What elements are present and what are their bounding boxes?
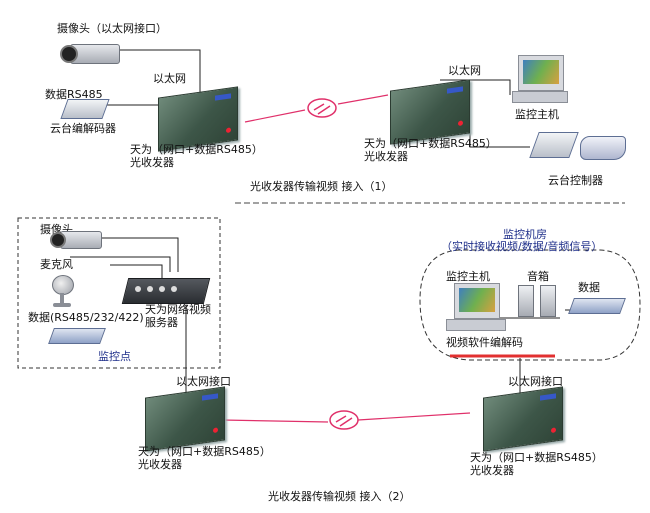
data-device-icon <box>45 326 106 348</box>
bottom-right-converter-label-1: 天为（网口+数据RS485） <box>470 451 603 464</box>
bottom-left-converter-label-1: 天为（网口+数据RS485） <box>138 445 271 458</box>
ptz-controller-label: 云台控制器 <box>548 174 603 187</box>
monitor-point-label: 监控点 <box>98 350 131 363</box>
speaker-label: 音箱 <box>527 270 549 283</box>
top-right-fiber-converter <box>390 79 470 145</box>
top-ip-camera-icon <box>60 40 122 68</box>
software-codec-label: 视频软件编解码 <box>446 336 523 349</box>
video-server-label-2: 服务器 <box>145 316 178 329</box>
ptz-decoder-icon <box>60 97 110 121</box>
microphone-icon <box>50 275 74 309</box>
bottom-left-converter-label-2: 光收发器 <box>138 458 182 471</box>
bottom-right-converter-label-2: 光收发器 <box>470 464 514 477</box>
fiber-link-bottom-left <box>221 419 329 423</box>
top-monitor-host-label: 监控主机 <box>515 108 559 121</box>
camera-to-converter-wire <box>120 49 201 95</box>
top-right-converter-label-1: 天为（网口+数据RS485） <box>364 137 497 150</box>
fiber-link-top-right <box>337 94 389 105</box>
speaker-icon <box>518 285 558 317</box>
top-ethernet-right-label: 以太网 <box>448 64 481 77</box>
top-left-converter-label-1: 天为（网口+数据RS485） <box>130 143 263 156</box>
room-host-label: 监控主机 <box>446 270 490 283</box>
bottom-data-label: 数据(RS485/232/422) <box>28 311 144 324</box>
ptz-decoder-label: 云台编解码器 <box>50 122 116 135</box>
bottom-left-fiber-converter <box>145 386 225 452</box>
room-subtitle: （实时接收视频/数据/音频信号） <box>441 240 603 253</box>
fiber-cable-icon <box>329 410 359 430</box>
room-monitor-host-icon <box>446 283 506 333</box>
converter-to-ptz-wire <box>469 130 530 148</box>
bottom-ethernet-left-label: 以太网接口 <box>176 375 231 388</box>
monitor-room-boundary <box>419 249 641 361</box>
camera-to-server-wire <box>95 237 179 272</box>
fiber-link-bottom-right <box>357 412 471 421</box>
room-title: 监控机房 <box>503 228 547 241</box>
fiber-cable-icon <box>307 98 337 118</box>
bottom-camera-icon <box>50 228 102 252</box>
video-server-icon <box>121 272 211 308</box>
top-monitor-host-icon <box>512 55 568 105</box>
bottom-caption: 光收发器传输视频 接入（2） <box>268 490 411 503</box>
top-right-converter-label-2: 光收发器 <box>364 150 408 163</box>
data-to-server-wire <box>110 264 163 280</box>
top-camera-label: 摄像头（以太网接口） <box>57 22 167 35</box>
top-rs485-label: 数据RS485 <box>45 88 103 101</box>
top-left-fiber-converter <box>158 86 238 152</box>
video-server-label-1: 天为网络视频 <box>145 303 211 316</box>
mic-label: 麦克风 <box>40 258 73 271</box>
monitor-point-boundary <box>17 217 221 369</box>
fiber-link-top-left <box>244 109 306 123</box>
mic-to-server-wire <box>70 256 171 272</box>
top-caption: 光收发器传输视频 接入（1） <box>250 180 393 193</box>
top-ethernet-left-label: 以太网 <box>153 72 186 85</box>
ptz-controller-icon <box>529 128 630 168</box>
room-data-device-icon <box>565 296 626 316</box>
bottom-right-fiber-converter <box>483 386 563 452</box>
room-data-label: 数据 <box>578 281 600 294</box>
top-left-converter-label-2: 光收发器 <box>130 156 174 169</box>
bottom-ethernet-right-label: 以太网接口 <box>508 375 563 388</box>
